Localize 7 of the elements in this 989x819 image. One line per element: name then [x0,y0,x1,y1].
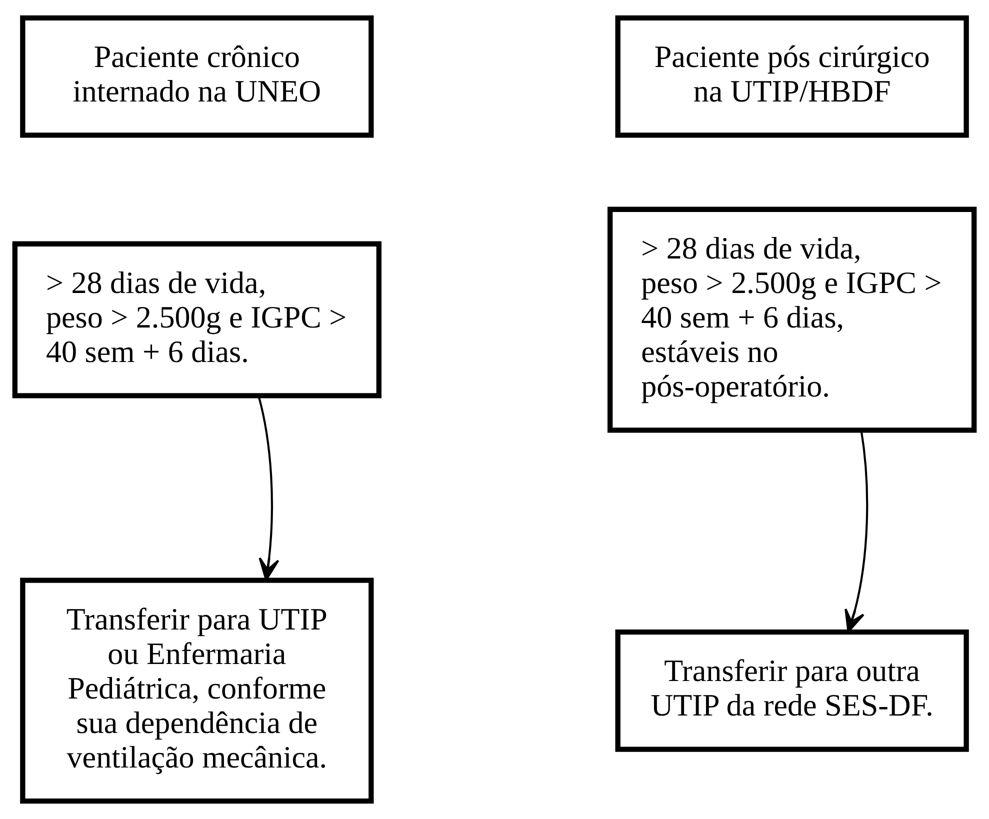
node-box: Paciente pós cirúrgico na UTIP/HBDF [615,15,969,138]
node-box: Transferir para UTIP ou Enfermaria Pediátrica, conforme sua dependência de ventilação mecânica. [20,578,374,804]
arrow [258,396,280,581]
node-box: Transferir para outra UTIP da rede SES-DF. [615,629,969,752]
node-box: > 28 dias de vida, peso > 2.500g e IGPC > 40 sem + 6 dias, estáveis no pós-operatório. [608,206,977,433]
node-box: Paciente crônico internado na UNEO [20,15,374,138]
node-box: > 28 dias de vida, peso > 2.500g e IGPC > 40 sem + 6 dias. [12,241,382,398]
